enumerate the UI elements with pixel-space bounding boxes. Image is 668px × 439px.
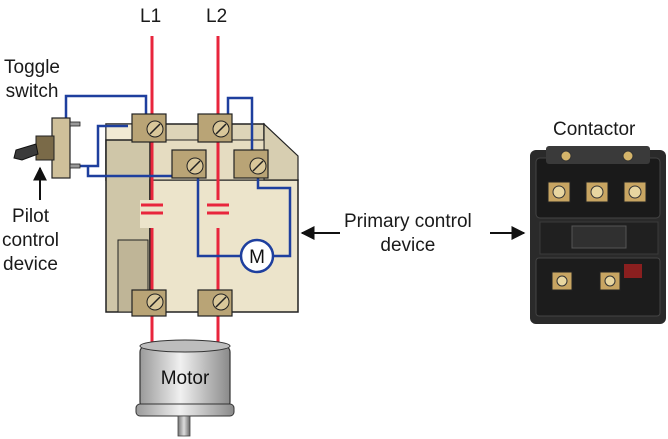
primary-control-label: Primary control device (344, 210, 472, 258)
terminal-bottom-l2 (198, 290, 232, 316)
line1-label: L1 (140, 5, 161, 29)
coil-label: M (249, 247, 265, 268)
main-contact-1 (140, 200, 164, 228)
terminal-aux-2 (234, 150, 268, 178)
motor-label: Motor (161, 368, 210, 389)
main-contact-2 (206, 200, 230, 228)
toggle-switch-icon (14, 118, 80, 178)
contactor-label: Contactor (553, 118, 635, 142)
terminal-top-l1 (132, 114, 166, 142)
terminal-aux-1 (172, 150, 206, 178)
line2-label: L2 (206, 5, 227, 29)
pilot-control-label: Pilot control device (2, 205, 59, 277)
terminal-bottom-l1 (132, 290, 166, 316)
terminal-top-l2 (198, 114, 232, 142)
toggle-switch-label: Toggle switch (4, 56, 60, 104)
contactor-photo (530, 146, 666, 324)
